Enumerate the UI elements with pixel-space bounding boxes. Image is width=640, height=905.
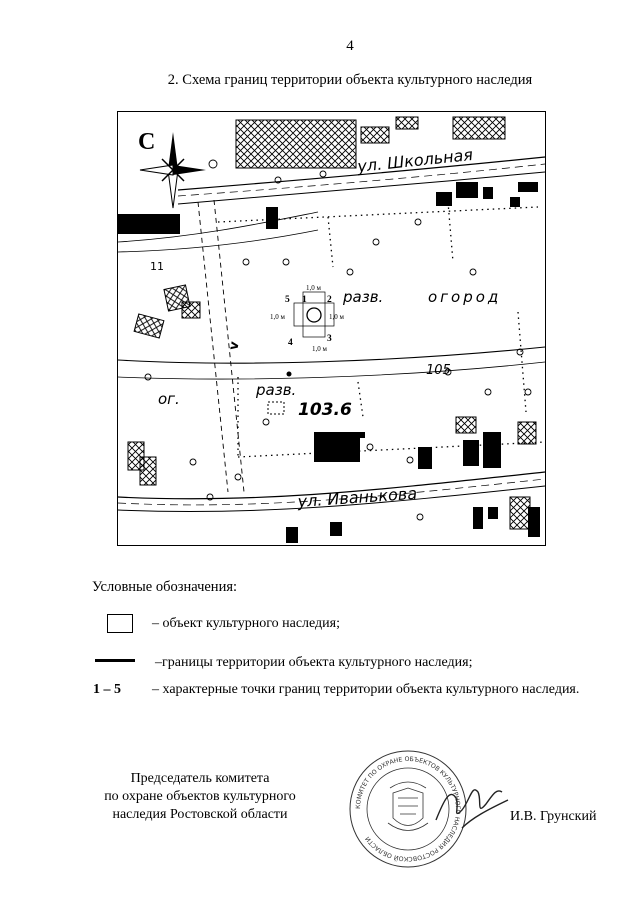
elevation-label: 103.6 [298,400,352,420]
label-ogorod: огород [428,288,501,306]
point-3: 3 [327,334,332,344]
legend-points-text: – характерные точки границ территории об… [152,682,580,697]
point-5: 5 [285,295,290,305]
point-4: 4 [288,338,293,348]
signatory-role-line-1: Председатель комитета [130,771,270,786]
legend-object-symbol [107,614,133,633]
mark-v: v [226,340,242,351]
hatched-buildings [127,116,537,530]
signatory-role: Председатель комитета по охране объектов… [85,770,315,824]
dimension-bottom: 1,0 м [312,345,328,353]
compass-rose: С [138,129,206,209]
label-razv-2: разв. [255,381,296,399]
dimension-left: 1,0 м [270,313,286,321]
label-og: ог. [158,390,180,408]
dimension-top: 1,0 м [306,284,322,292]
signatory-role-line-2: по охране объектов культурного [104,789,296,804]
legend-boundary-text: –границы территории объекта культурного … [155,655,473,670]
tree-markers [144,159,532,521]
street-lines [118,156,545,513]
legend-object-text: – объект культурного наследия; [152,616,340,631]
official-seal: КОМИТЕТ ПО ОХРАНЕ ОБЪЕКТОВ КУЛЬТУРНОГО Н… [348,748,468,870]
signatory-name: И.В. Грунский [510,809,597,824]
point-1: 1 [302,295,307,305]
street-name-top: ул. Школьная [355,145,474,176]
black-buildings [118,182,540,543]
contour-label: 105 [426,363,451,378]
document-title: 2. Схема границ территории объекта культ… [167,72,533,88]
label-razv-1: разв. [342,288,383,306]
page-number: 4 [346,38,354,54]
heritage-object-boundary: 5 1 2 3 4 1,0 м 1,0 м 1,0 м 1,0 м [270,284,345,353]
legend-points-key: 1 – 5 [93,682,121,697]
fence-lines [217,201,545,458]
dimension-right: 1,0 м [329,313,345,321]
north-letter: С [138,129,155,155]
point-2: 2 [327,295,332,305]
signatory-role-line-3: наследия Ростовской области [112,807,288,822]
street-name-bottom: ул. Иванькова [296,484,418,511]
legend-boundary-symbol [95,659,135,662]
handwritten-signature [432,770,512,840]
legend-title: Условные обозначения: [92,579,238,595]
mark-11: 11 [150,260,164,273]
boundary-map: 105 С ул. Школьная ул. Иванькова разв. о… [117,111,546,546]
